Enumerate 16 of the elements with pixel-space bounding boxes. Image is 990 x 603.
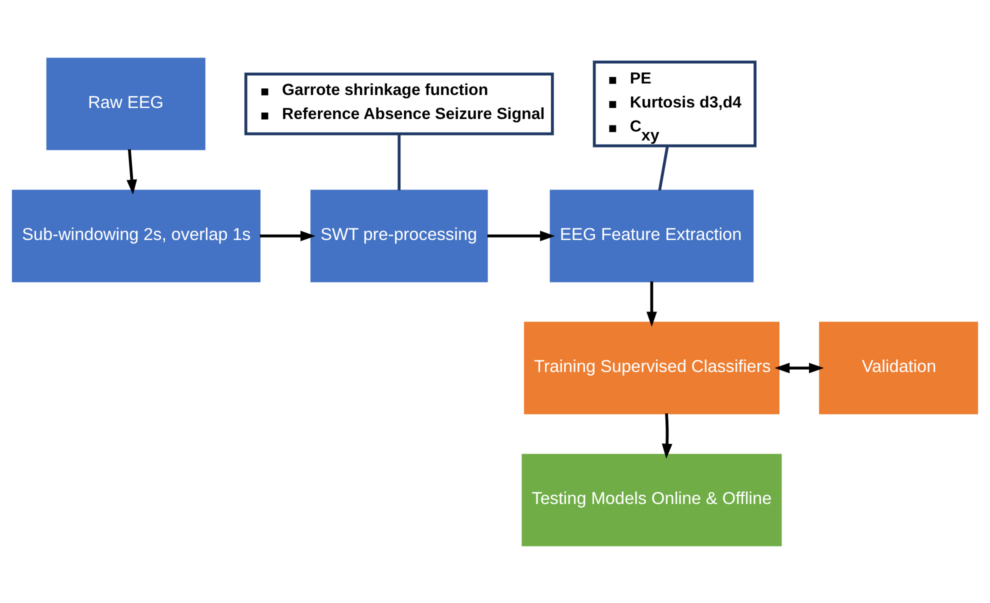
arrow: [260, 230, 316, 241]
node-box: Testing Models Online & Offline: [522, 453, 782, 546]
node-box: Sub-windowing 2s, overlap 1s: [12, 189, 260, 282]
arrow: [126, 148, 138, 194]
node-box: Training Supervised Classifiers: [524, 321, 780, 414]
arrow: [662, 412, 672, 458]
node-box: Validation: [819, 321, 978, 414]
node-box: Raw EEG: [46, 57, 206, 150]
node-box: SWT pre-processing: [310, 189, 488, 282]
arrow: [487, 230, 555, 241]
connector: [658, 145, 669, 190]
connector: [398, 133, 401, 190]
arrow: [646, 280, 657, 326]
node-box: EEG Feature Extraction: [550, 189, 754, 282]
node-box: Garrote shrinkage function Reference Absence Seizure Signal: [244, 72, 554, 135]
arrow: [774, 362, 824, 373]
